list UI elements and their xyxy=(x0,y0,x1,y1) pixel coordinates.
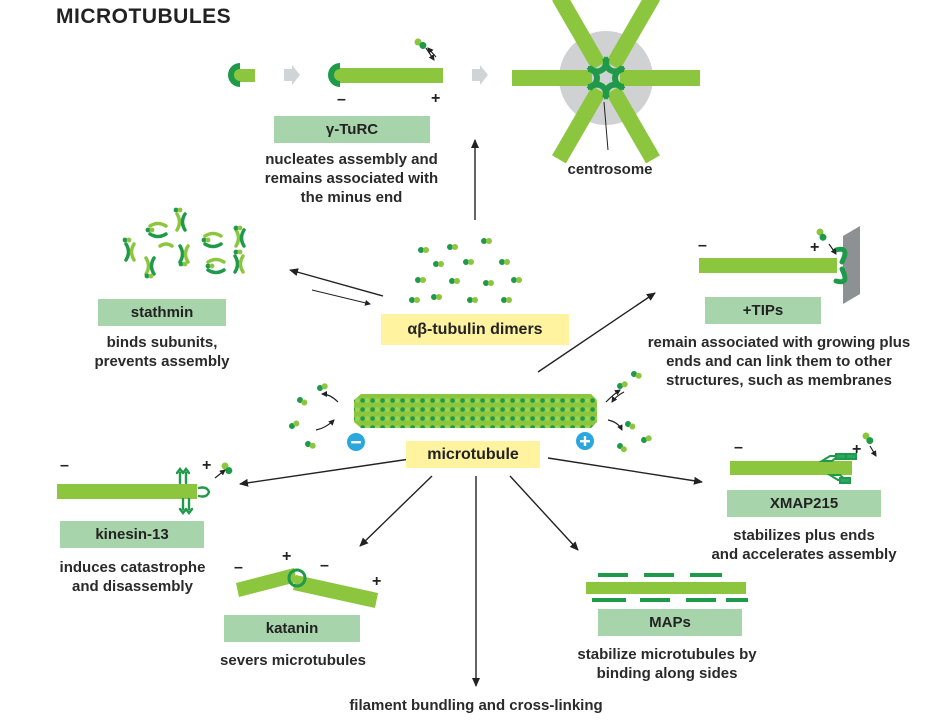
katanin-description: severs microtubules xyxy=(220,652,366,669)
katanin-graphic xyxy=(236,568,378,608)
tubulin-dimers-label: αβ-tubulin dimers xyxy=(381,314,569,345)
stathmin-description: binds subunits,prevents assembly xyxy=(94,334,230,370)
page-title: MICROTUBULES xyxy=(56,5,232,28)
kinesin-plus-sign: + xyxy=(202,457,212,474)
katanin-right-plus-sign: + xyxy=(372,573,382,590)
tips-plus-sign: + xyxy=(810,239,820,256)
gamma-turc-plus-sign: + xyxy=(431,90,441,107)
minus-end-marker xyxy=(347,433,365,451)
maps-label: MAPs xyxy=(598,609,742,636)
gamma-turc-minus-sign: – xyxy=(337,91,346,108)
centrosome-graphic xyxy=(512,0,700,164)
maps-graphic xyxy=(586,573,748,602)
tips-graphic xyxy=(699,226,860,304)
katanin-left-minus-sign: – xyxy=(234,559,243,576)
kinesin-label: kinesin-13 xyxy=(60,521,204,548)
bundling-description: filament bundling and cross-linking xyxy=(349,697,603,714)
stathmin-graphic xyxy=(124,212,246,276)
kinesin-minus-sign: – xyxy=(60,457,69,474)
kinesin-graphic xyxy=(57,462,233,515)
stathmin-label: stathmin xyxy=(98,299,226,326)
central-microtubule xyxy=(354,394,597,428)
free-dimers xyxy=(409,238,522,303)
katanin-right-minus-sign: – xyxy=(320,557,329,574)
katanin-left-plus-sign: + xyxy=(282,548,292,565)
tips-label: +TIPs xyxy=(705,297,821,324)
xmap-plus-sign: + xyxy=(852,441,862,458)
microtubule-label: microtubule xyxy=(406,441,540,468)
gamma-turc-label: γ-TuRC xyxy=(274,116,430,143)
xmap215-label: XMAP215 xyxy=(727,490,881,517)
xmap-minus-sign: – xyxy=(734,439,743,456)
katanin-label: katanin xyxy=(224,615,360,642)
plus-end-marker xyxy=(576,432,594,450)
tips-minus-sign: – xyxy=(698,237,707,254)
end-exchange-arrows xyxy=(315,389,625,431)
pathway-arrows xyxy=(239,139,703,687)
xmap215-graphic xyxy=(730,432,877,484)
gamma-turc-panel xyxy=(228,38,488,87)
centrosome-label: centrosome xyxy=(567,161,653,178)
